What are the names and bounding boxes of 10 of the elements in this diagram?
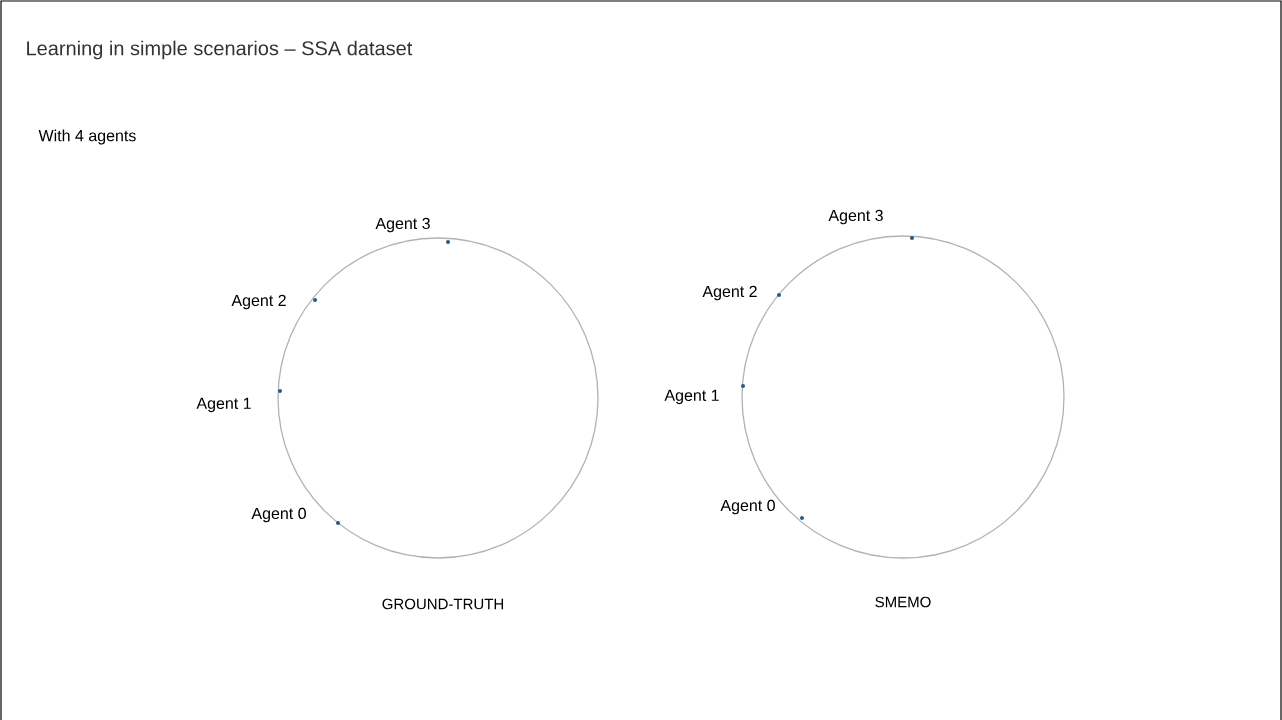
plot-caption: GROUND-TRUTH — [382, 598, 503, 610]
agent-label: Agent 2 — [702, 285, 757, 301]
agent-label: Agent 0 — [720, 499, 775, 515]
agent-label: Agent 1 — [196, 397, 251, 413]
subtitle: With 4 agents — [38, 129, 136, 145]
agent-label: Agent 1 — [664, 389, 719, 405]
slide-title: Learning in simple scenarios – SSA dataset — [27, 40, 413, 60]
agent-label: Agent 2 — [231, 294, 286, 310]
agent-label: Agent 0 — [251, 507, 306, 523]
plot-caption: SMEMO — [875, 596, 931, 608]
